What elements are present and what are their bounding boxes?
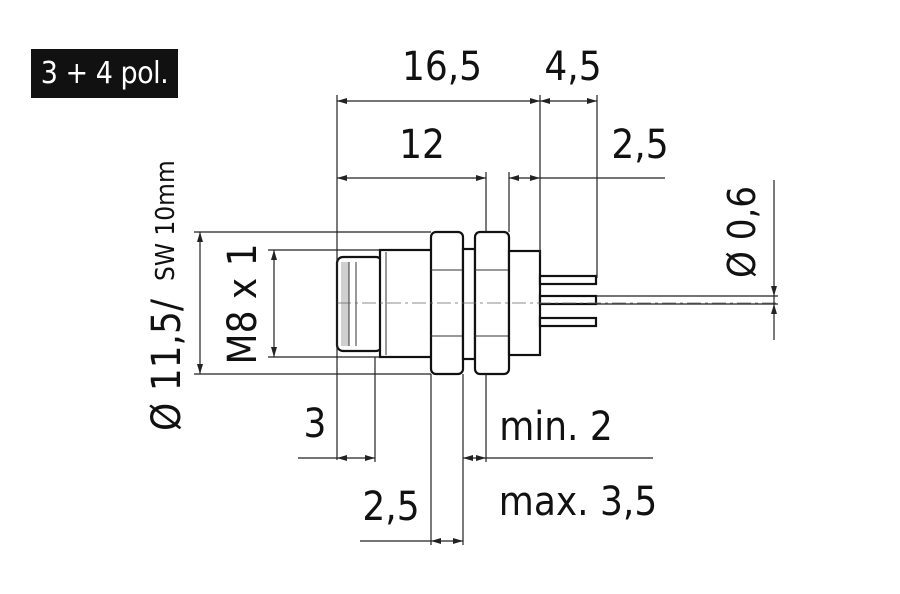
pole-count-label: 3 + 4 pol.: [40, 56, 169, 91]
pin-2: [538, 294, 598, 306]
dim-pin-offset: 2,5: [611, 122, 668, 168]
dim-panel-min: min. 2: [499, 404, 613, 450]
washer: [461, 247, 477, 361]
dim-pin-diameter: Ø 0,6: [720, 186, 764, 278]
threaded-sleeve: [378, 248, 437, 359]
dim-nut-width: 2,5: [362, 484, 419, 530]
pole-count-badge: 3 + 4 pol.: [31, 49, 178, 98]
connector-body: [335, 230, 780, 376]
pin-3: [538, 316, 598, 328]
dim-outer-diameter: Ø 11,5/: [144, 298, 190, 431]
dim-thread: M8 x 1: [220, 244, 266, 365]
dim-wrench-size: SW 10mm: [151, 160, 181, 281]
dim-body-length: 12: [399, 122, 445, 168]
dim-outer-diameter-group: Ø 11,5/ SW 10mm: [144, 160, 190, 431]
dim-total-length: 16,5: [402, 44, 482, 90]
dimension-lines: [194, 95, 778, 545]
front-collar-groove: [341, 262, 349, 346]
dim-panel-max: max. 3,5: [499, 479, 657, 525]
dim-pin-length: 4,5: [544, 44, 601, 90]
pin-1: [538, 274, 598, 286]
dimension-labels: 16,5 4,5 12 2,5 Ø 0,6 Ø 11,5/ SW 10mm M8…: [144, 44, 764, 530]
dim-front-length: 3: [304, 401, 327, 447]
